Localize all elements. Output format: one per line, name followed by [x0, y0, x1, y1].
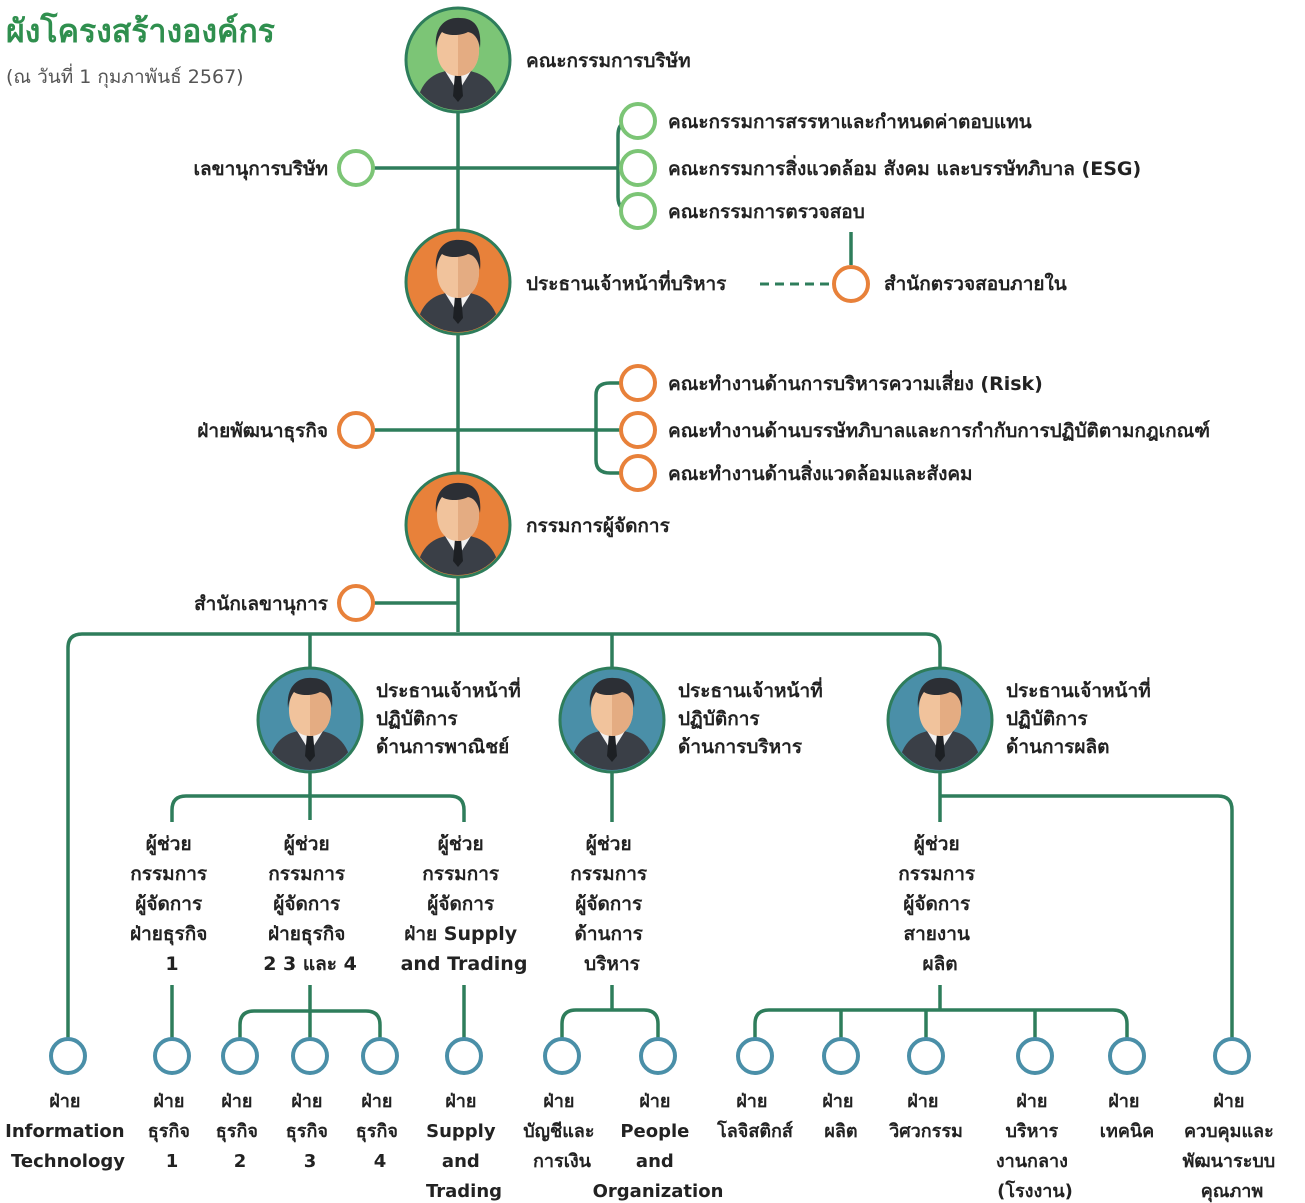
working-group-label-1: คณะทำงานด้านการบริหารความเสี่ยง (Risk): [668, 370, 1043, 395]
dept-node-business2: [221, 1037, 259, 1075]
working-group-label-3: คณะทำงานด้านสิ่งแวดล้อมและสังคม: [668, 460, 973, 485]
dept-label-logistics: ฝ่าย โลจิสติกส์: [716, 1091, 794, 1142]
committee-node-1: [619, 102, 657, 140]
committee-label-3: คณะกรรมการตรวจสอบ: [668, 201, 865, 223]
avp-production-label: ผู้ช่วย กรรมการ ผู้จัดการ สายงาน ผลิต: [898, 833, 981, 975]
working-group-node-1: [619, 364, 657, 402]
dept-node-logistics: [736, 1037, 774, 1075]
dept-node-central-admin: [1016, 1037, 1054, 1075]
dept-label-business4: ฝ่าย ธุรกิจ 4: [356, 1091, 404, 1172]
avp-supply-label: ผู้ช่วย กรรมการ ผู้จัดการ ฝ่าย Supply an…: [401, 833, 528, 975]
dept-node-people: [639, 1037, 677, 1075]
dept-node-technical: [1108, 1037, 1146, 1075]
connector-lines: [66, 110, 1234, 1042]
dept-node-business4: [361, 1037, 399, 1075]
company-secretary-node: [337, 149, 375, 187]
dept-label-quality: ฝ่าย ควบคุมและ พัฒนาระบบ คุณภาพ: [1182, 1091, 1281, 1203]
internal-audit-node: [832, 265, 870, 303]
working-group-label-2: คณะทำงานด้านบรรษัทภิบาลและการกำกับการปฏิ…: [668, 420, 1210, 442]
committee-label-1: คณะกรรมการสรรหาและกำหนดค่าตอบแทน: [668, 111, 1032, 133]
dept-node-engineering: [907, 1037, 945, 1075]
committee-node-2: [619, 149, 657, 187]
dept-node-finance: [543, 1037, 581, 1075]
board-avatar: [404, 6, 512, 114]
dept-node-production: [822, 1037, 860, 1075]
dept-label-production: ฝ่าย ผลิต: [822, 1091, 859, 1142]
page-title: ผังโครงสร้างองค์กร: [6, 12, 275, 50]
committee-node-3: [619, 192, 657, 230]
avp-business234-label: ผู้ช่วย กรรมการ ผู้จัดการ ฝ่ายธุรกิจ 2 3…: [263, 833, 357, 975]
dept-label-finance: ฝ่าย บัญชีและ การเงิน: [523, 1091, 601, 1172]
dept-label-people: ฝ่าย People and Organization: [593, 1091, 724, 1202]
coo-admin-label: ประธานเจ้าหน้าที่ ปฏิบัติการ ด้านการบริห…: [678, 677, 829, 758]
coo-production-label: ประธานเจ้าหน้าที่ ปฏิบัติการ ด้านการผลิต: [1006, 677, 1157, 758]
dept-label-business3: ฝ่าย ธุรกิจ 3: [286, 1091, 334, 1172]
board-label: คณะกรรมการบริษัท: [526, 50, 691, 72]
dept-node-it: [49, 1037, 87, 1075]
managing-director-label: กรรมการผู้จัดการ: [526, 515, 671, 538]
avp-business1-label: ผู้ช่วย กรรมการ ผู้จัดการ ฝ่ายธุรกิจ 1: [130, 833, 214, 975]
working-group-node-2: [619, 411, 657, 449]
working-group-node-3: [619, 454, 657, 492]
avp-admin-label: ผู้ช่วย กรรมการ ผู้จัดการ ด้านการ บริหาร: [570, 833, 653, 975]
internal-audit-label: สำนักตรวจสอบภายใน: [884, 272, 1067, 295]
dept-label-technical: ฝ่าย เทคนิค: [1100, 1091, 1154, 1142]
business-development-node: [337, 411, 375, 449]
dept-label-business2: ฝ่าย ธุรกิจ 2: [216, 1091, 264, 1172]
dept-label-engineering: ฝ่าย วิศวกรรม: [888, 1091, 963, 1142]
committee-label-2: คณะกรรมการสิ่งแวดล้อม สังคม และบรรษัทภิบ…: [668, 155, 1141, 180]
coo-commercial-avatar: [256, 666, 364, 774]
dept-label-central-admin: ฝ่าย บริหาร งานกลาง (โรงงาน): [996, 1091, 1074, 1202]
managing-director-avatar: [404, 471, 512, 579]
company-secretary-label: เลขานุการบริษัท: [194, 158, 328, 181]
business-development-label: ฝ่ายพัฒนาธุรกิจ: [197, 420, 328, 443]
dept-label-it: ฝ่าย Information Technology: [5, 1091, 131, 1172]
secretary-office-node: [337, 584, 375, 622]
coo-admin-avatar: [558, 666, 666, 774]
ceo-label: ประธานเจ้าหน้าที่บริหาร: [526, 270, 727, 295]
secretary-office-label: สำนักเลขานุการ: [194, 593, 329, 616]
dept-label-supply: ฝ่าย Supply and Trading: [426, 1091, 502, 1202]
coo-production-avatar: [886, 666, 994, 774]
ceo-avatar: [404, 228, 512, 336]
dept-node-quality: [1213, 1037, 1251, 1075]
dept-node-supply: [445, 1037, 483, 1075]
dept-label-business1: ฝ่าย ธุรกิจ 1: [148, 1091, 196, 1172]
coo-commercial-label: ประธานเจ้าหน้าที่ ปฏิบัติการ ด้านการพาณิ…: [376, 677, 527, 758]
dept-node-business1: [153, 1037, 191, 1075]
dept-node-business3: [291, 1037, 329, 1075]
page-subtitle: (ณ วันที่ 1 กุมภาพันธ์ 2567): [6, 63, 244, 89]
